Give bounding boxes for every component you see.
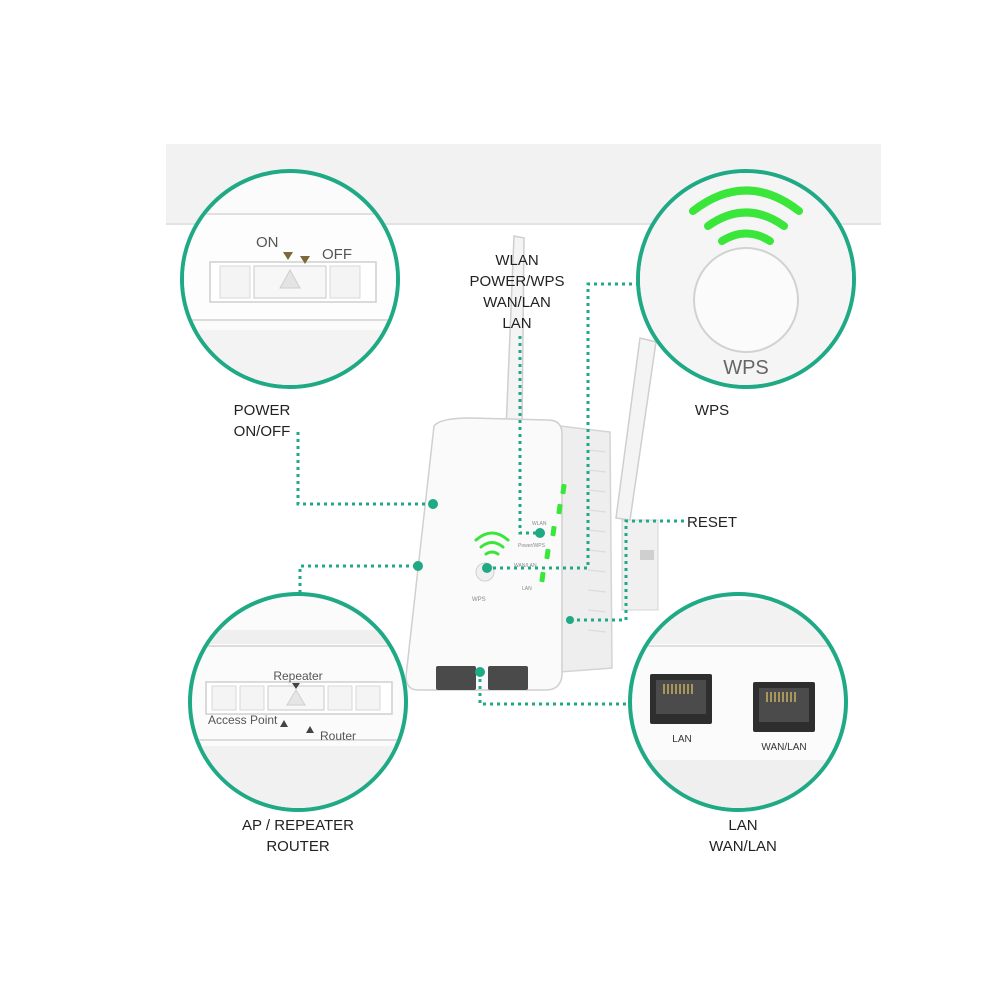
bottom-port-1 (436, 666, 476, 690)
right-antenna (615, 337, 657, 521)
led-2 (556, 503, 563, 515)
led-3 (550, 525, 557, 537)
arrow-down-icon (283, 252, 293, 260)
led-label-power: Power/WPS (518, 543, 546, 549)
callout-wps-button: WPS (636, 169, 856, 389)
led-label-wlan: WLAN (532, 521, 547, 527)
connector-dots (413, 499, 574, 677)
ports-label-line2: WAN/LAN (709, 838, 777, 855)
ports-label-line1: LAN (728, 817, 758, 834)
power-switch-on-text: ON (256, 234, 279, 251)
power-label: POWER ON/OFF (222, 400, 302, 442)
device-front (405, 417, 563, 691)
callout-ethernet-ports: LAN WAN/LAN (628, 592, 848, 812)
ethernet-port-icon (753, 682, 815, 732)
device-side (559, 425, 613, 673)
led-5 (539, 571, 546, 583)
wifi-icon (689, 186, 803, 245)
mode-label: AP / REPEATER ROUTER (238, 815, 358, 857)
ports-label: LAN WAN/LAN (698, 815, 788, 857)
connector-wps (487, 282, 639, 570)
wifi-icon (474, 531, 510, 556)
mode-label-line1: AP / REPEATER (242, 817, 354, 834)
plug-pin (640, 550, 654, 560)
plug (621, 519, 659, 611)
indicator-label-lan: LAN (502, 315, 532, 332)
port-1-label: LAN (672, 734, 691, 745)
extender-device: WPS WLAN Power/WPS WAN/LAN LAN (405, 235, 659, 691)
wps-button-text: WPS (723, 357, 769, 379)
connector-reset (570, 519, 684, 622)
power-switch-off-text: OFF (322, 246, 352, 263)
led-label-lan: LAN (522, 586, 532, 592)
arrow-up-icon (306, 726, 314, 733)
indicator-label-wan-lan: WAN/LAN (483, 294, 551, 311)
mode-switch-ap-text: Access Point (208, 713, 278, 727)
connector-mode (298, 564, 418, 593)
power-label-line1: POWER (233, 402, 291, 419)
mode-switch-router-text: Router (320, 729, 356, 743)
wps-label-text: WPS (694, 402, 730, 419)
indicator-label: WLAN POWER/WPS WAN/LAN LAN (462, 250, 572, 334)
mode-label-line2: ROUTER (266, 838, 330, 855)
side-vents (587, 449, 607, 633)
arrow-down-icon (292, 683, 300, 689)
indicator-label-power-wps: POWER/WPS (469, 273, 565, 290)
connector-indicators (518, 336, 540, 535)
led-4 (544, 548, 551, 560)
connector-ports (478, 672, 632, 706)
connector-lines (296, 282, 684, 706)
wps-label: WPS (682, 400, 742, 421)
reset-label-text: RESET (686, 514, 737, 531)
connector-power (296, 432, 433, 506)
power-label-line2: ON/OFF (233, 423, 291, 440)
indicator-label-wlan: WLAN (495, 252, 539, 269)
callout-mode-switch: Repeater Access Point Router (188, 592, 408, 812)
device-wps-text: WPS (472, 597, 486, 603)
led-1 (560, 483, 567, 495)
bottom-port-2 (488, 666, 528, 690)
arrow-down-icon (300, 256, 310, 264)
arrow-up-icon (280, 720, 288, 727)
reset-label: RESET (684, 512, 740, 533)
port-2-label: WAN/LAN (761, 742, 806, 753)
mode-switch-repeater-text: Repeater (273, 669, 322, 683)
led-label-wanlan: WAN/LAN (514, 563, 537, 569)
wps-button[interactable] (693, 247, 799, 353)
ethernet-port-icon (650, 674, 712, 724)
